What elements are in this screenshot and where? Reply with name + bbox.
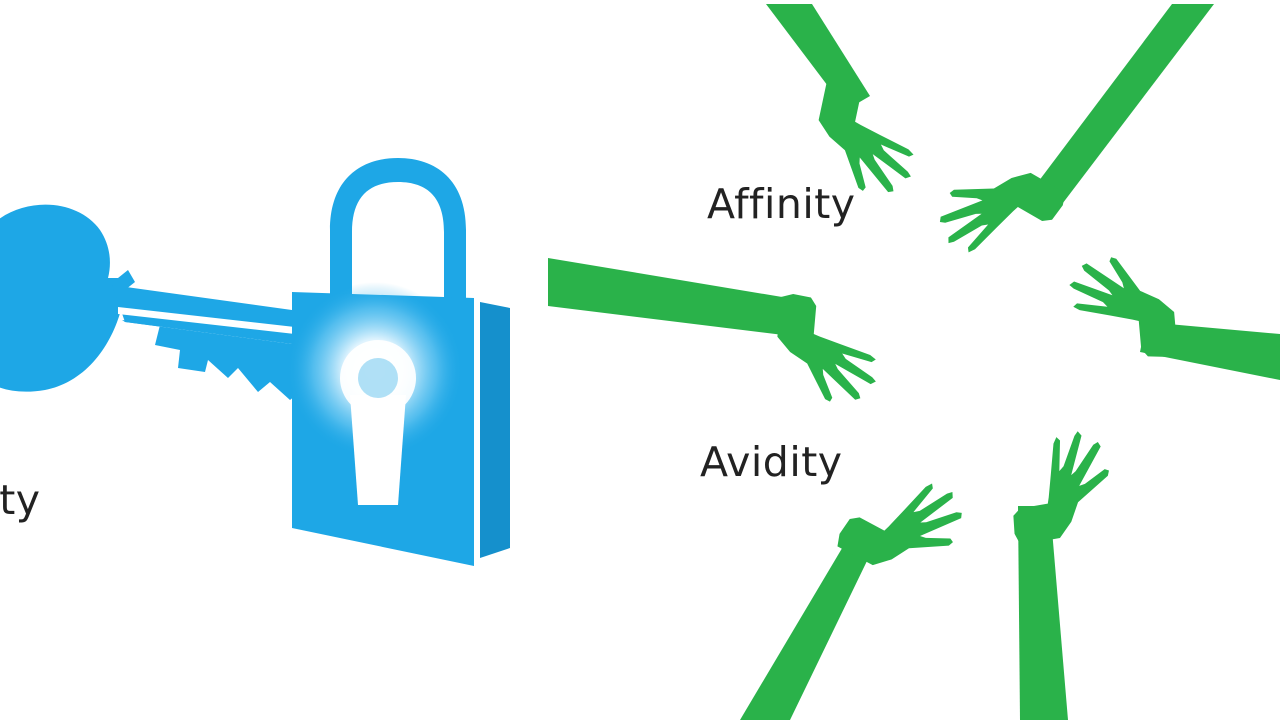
- hand-icon: [772, 292, 883, 406]
- hand-icon: [1067, 252, 1178, 365]
- hand-icon: [998, 427, 1120, 546]
- arm-bottom-left: [740, 518, 882, 720]
- arm-top-right: [1020, 4, 1214, 220]
- hands-cluster: [548, 4, 1280, 720]
- arm-left: [548, 258, 812, 338]
- arm-bottom-right: [1018, 506, 1068, 720]
- label-affinity: Affinity: [707, 180, 856, 228]
- label-left: Affinity: [0, 476, 41, 524]
- padlock-icon: [287, 158, 510, 566]
- label-avidity: Avidity: [700, 438, 843, 486]
- keyhole-icon: [340, 340, 416, 505]
- hand-icon: [927, 142, 1069, 284]
